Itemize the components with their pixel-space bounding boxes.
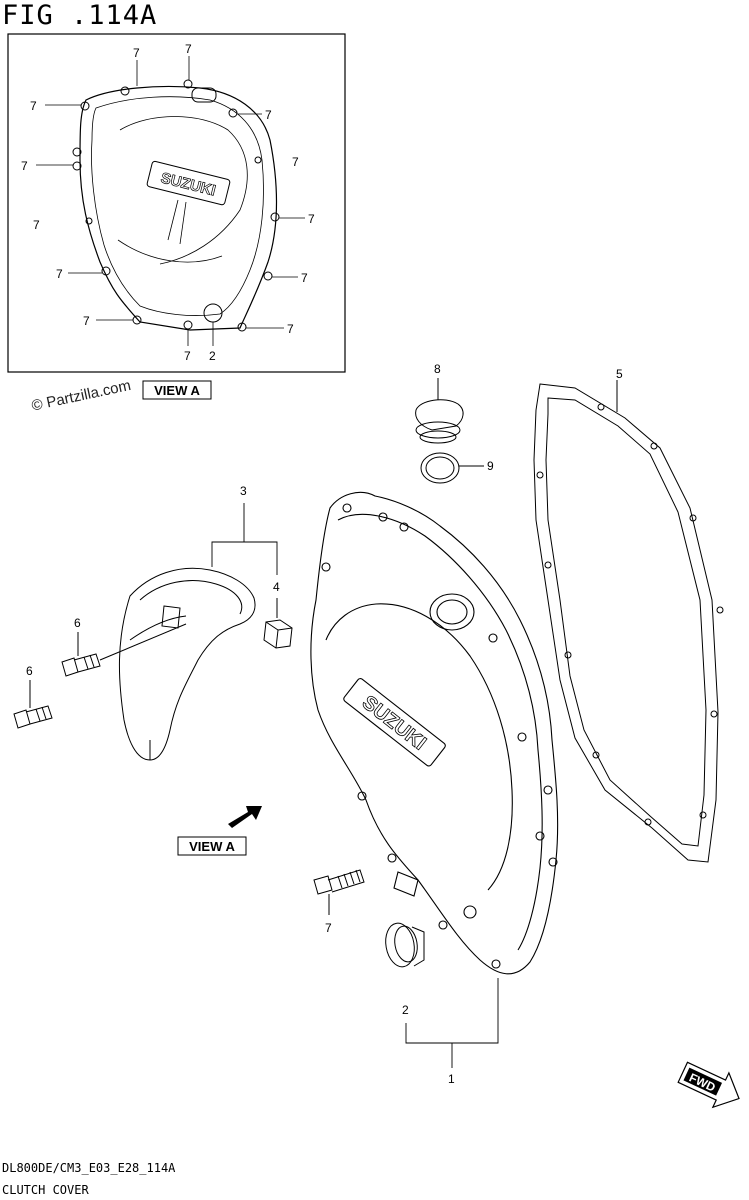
view-a-direction-arrow: [228, 806, 262, 828]
view-a-label: VIEW A: [189, 839, 235, 854]
callout-7-e: 7: [292, 155, 299, 169]
cover-filler-hole: [429, 593, 475, 631]
inset-top-window: [191, 87, 217, 103]
view-a-inset: SUZUKI 7: [7, 33, 346, 400]
part-8-oil-filler-cap: [415, 378, 464, 444]
cover-bolt-bosses: [321, 503, 558, 969]
inset-view-label: VIEW A: [154, 383, 200, 398]
inset-leaders: [36, 56, 305, 346]
cover-logo-text: SUZUKI: [358, 691, 430, 754]
callout-7-m: 7: [184, 349, 191, 363]
callout-7-j: 7: [301, 271, 308, 285]
fwd-arrow: FWD: [677, 1061, 740, 1109]
inset-callouts: 7 7 7 7 7 7 7 7 7 7 7 7 7 2: [21, 42, 315, 363]
part-1-clutch-cover: SUZUKI: [310, 491, 559, 975]
callout-5: 5: [616, 367, 623, 381]
inset-cover-outline: [79, 85, 278, 331]
part-5-gasket: [533, 380, 724, 863]
inset-logo-text: SUZUKI: [159, 170, 217, 200]
part-3-cover-guard: [118, 567, 256, 761]
callout-3: 3: [240, 484, 247, 498]
gasket-bolt-holes: [536, 403, 724, 826]
inset-bolt-holes: [72, 79, 280, 332]
inset-cover-inner: [91, 96, 264, 316]
part-6-bolt-lower: [13, 680, 53, 729]
callout-7-b: 7: [185, 42, 192, 56]
callout-6-upper: 6: [74, 616, 81, 630]
figure-title: FIG .114A: [2, 0, 158, 31]
inset-cover-rib-2: [117, 239, 223, 263]
callout-9: 9: [487, 459, 494, 473]
part-9-o-ring: [420, 452, 484, 484]
inset-logo-plate: SUZUKI: [146, 160, 231, 206]
inset-logo-stem: [167, 199, 187, 245]
inset-view-label-box: [142, 380, 212, 400]
callout-7-l: 7: [287, 322, 294, 336]
callout-7-d: 7: [265, 108, 272, 122]
callout-7-i: 7: [56, 267, 63, 281]
part-4-damper: [263, 598, 293, 649]
callout-2: 2: [402, 1003, 409, 1017]
part-7-bolt: [313, 869, 365, 915]
part-6-bolt-upper: [61, 623, 187, 677]
callout-7-c: 7: [30, 99, 37, 113]
part-2-plug: [385, 922, 425, 968]
callout-1-bracket: [405, 978, 499, 1068]
inset-plug-2: [203, 303, 223, 323]
view-a-label-box: [177, 836, 247, 856]
callout-7-f: 7: [21, 159, 28, 173]
callout-4: 4: [273, 580, 280, 594]
callout-7-k: 7: [83, 314, 90, 328]
callout-2-inset: 2: [209, 349, 216, 363]
callout-7-bolt: 7: [325, 921, 332, 935]
callout-6-lower: 6: [26, 664, 33, 678]
callout-8: 8: [434, 362, 441, 376]
inset-frame: [7, 33, 346, 373]
callout-7-g: 7: [33, 218, 40, 232]
callout-3-bracket: [211, 503, 278, 575]
callout-1: 1: [448, 1072, 455, 1086]
cover-logo-plate: SUZUKI: [343, 678, 446, 767]
diagram-name: CLUTCH COVER: [2, 1183, 89, 1197]
diagram-code: DL800DE/CM3_E03_E28_114A: [2, 1161, 176, 1175]
callout-7-h: 7: [308, 212, 315, 226]
inset-cover-rib: [119, 116, 248, 265]
callout-7-a: 7: [133, 46, 140, 60]
